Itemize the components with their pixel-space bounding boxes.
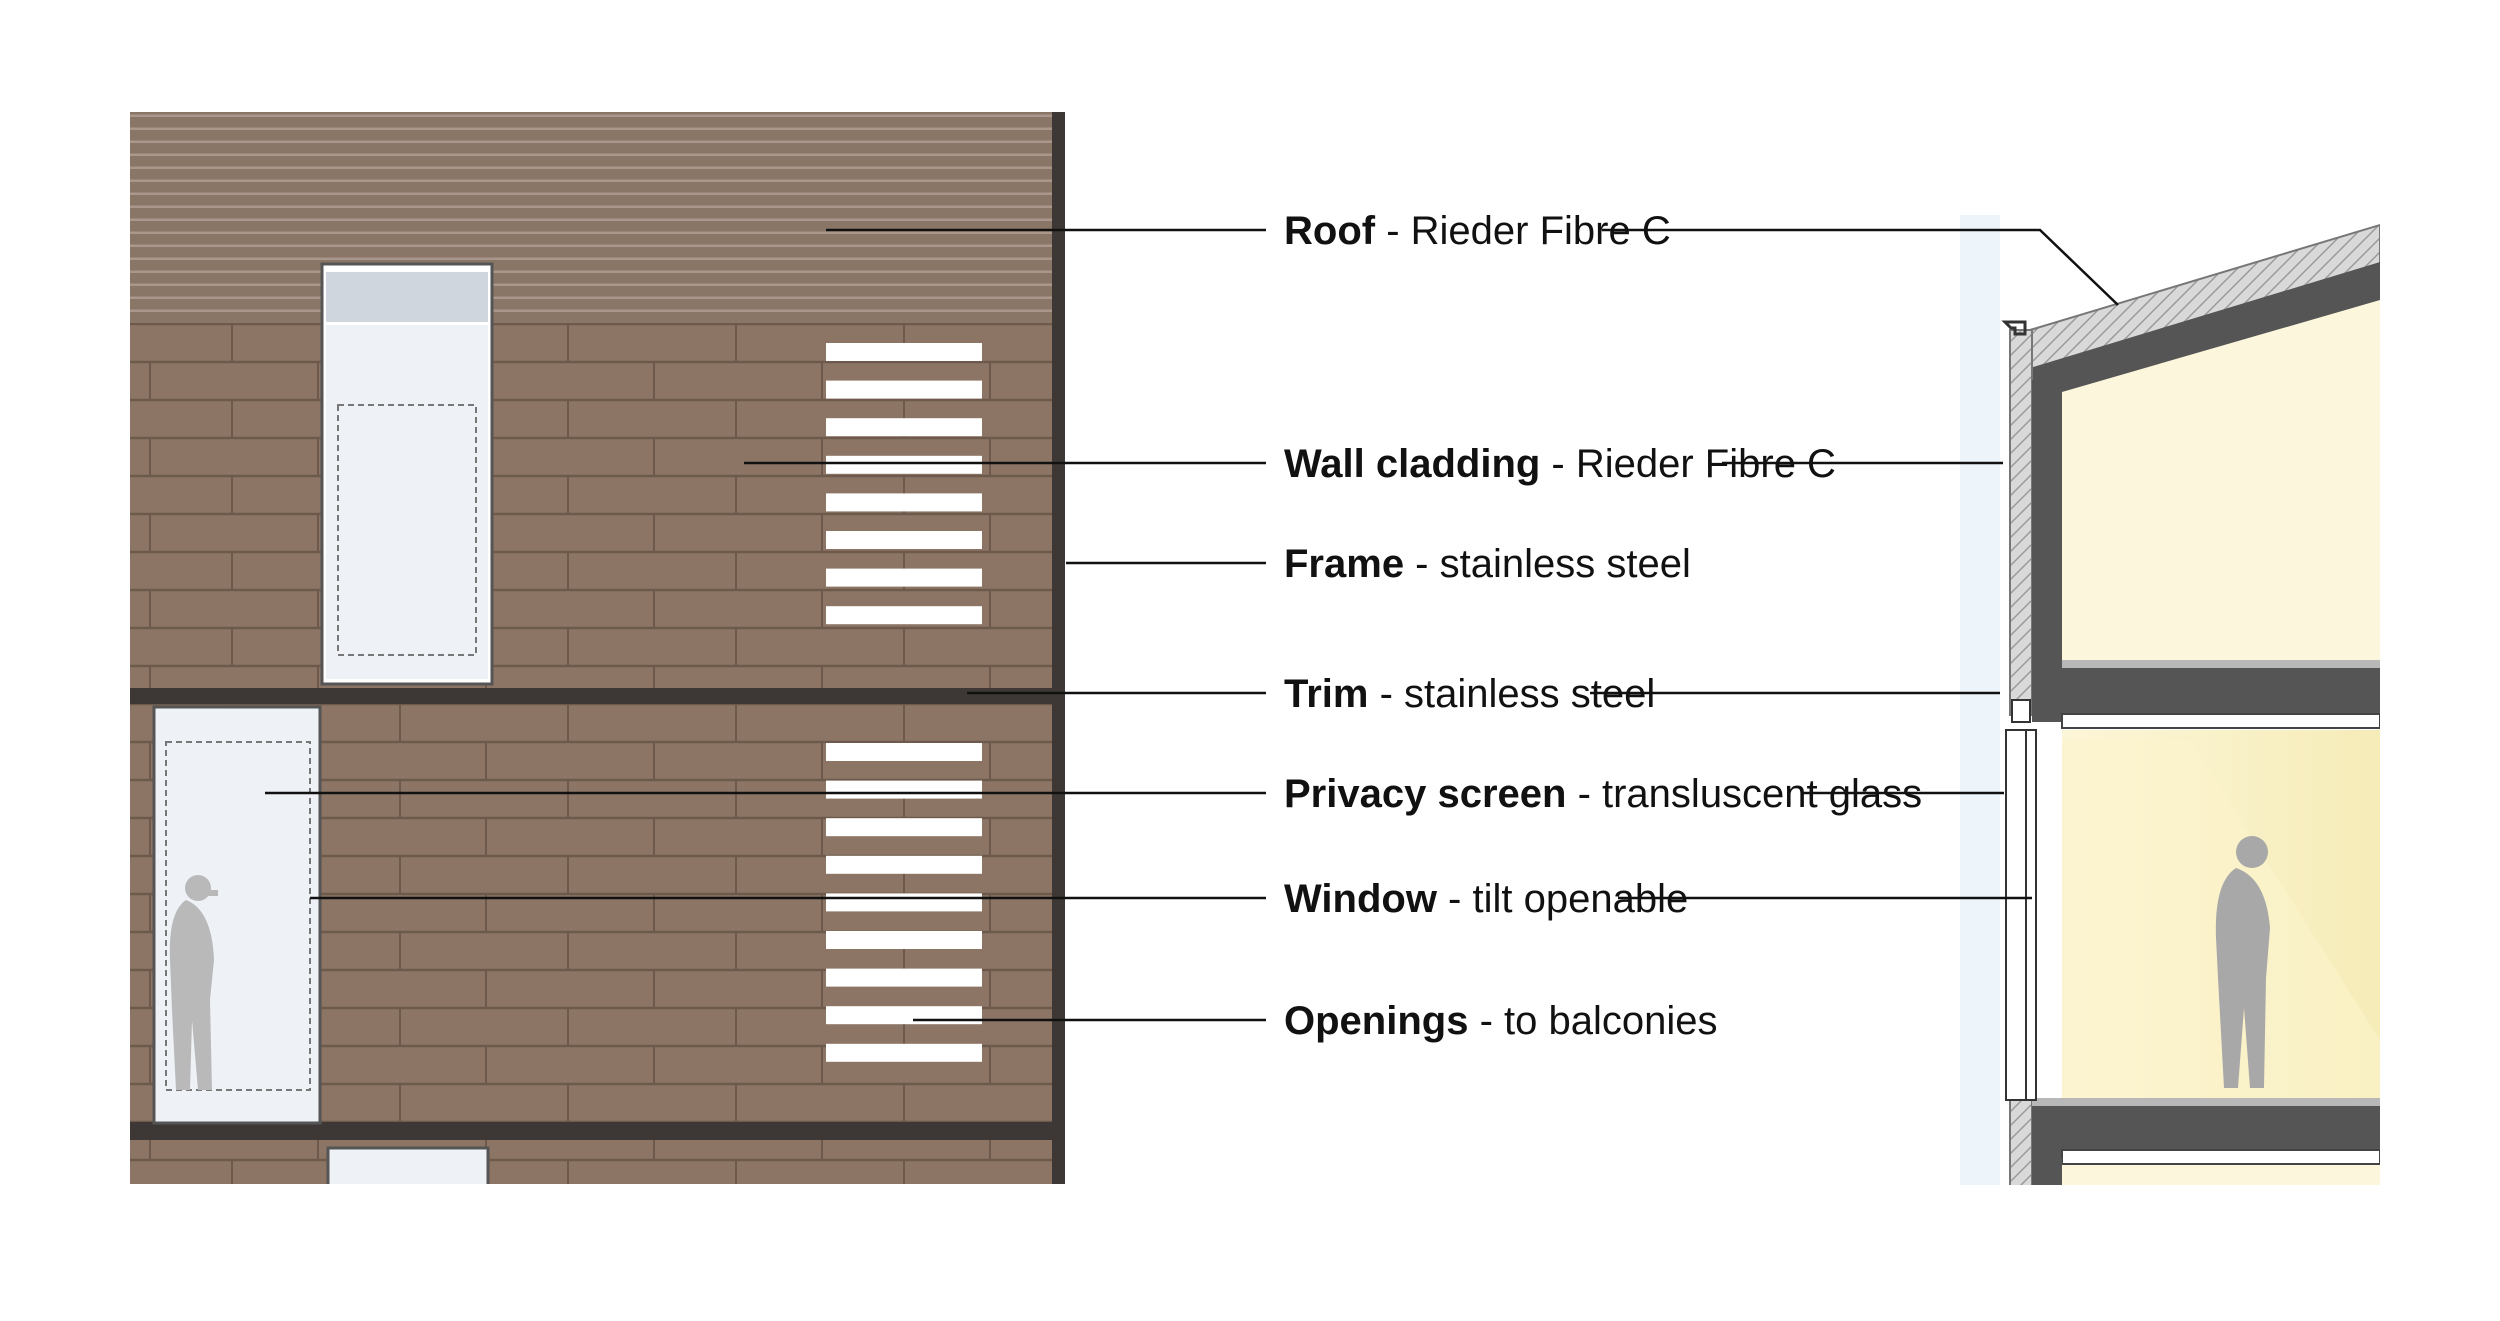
opening-slot	[826, 493, 982, 512]
lower-room	[2062, 1165, 2380, 1185]
callout-label-window: Window - tilt openable	[1284, 877, 1688, 921]
upper-wall	[2032, 380, 2062, 675]
callout-label-privacy-screen: Privacy screen - transluscent glass	[1284, 772, 1922, 816]
wall-insulation	[2009, 329, 2033, 716]
parapet-flashing	[2001, 320, 2027, 336]
opening-slot	[826, 531, 982, 549]
callout-term: Window	[1284, 877, 1438, 921]
opening-slot	[826, 855, 982, 874]
callout-label-roof: Roof - Rieder Fibre C	[1284, 209, 1671, 253]
slab-finish-lower	[2032, 1098, 2380, 1106]
person-silhouette	[169, 875, 218, 1090]
floor-slab-lower	[2032, 1098, 2380, 1158]
opening-slot	[826, 780, 982, 799]
section-outside	[1960, 215, 2000, 1185]
callout-openings: Openings - to balconies	[913, 999, 1717, 1043]
callout-term: Roof	[1284, 209, 1376, 253]
opening-slot	[826, 931, 982, 949]
opening-slot	[826, 606, 982, 625]
opening-slot	[826, 380, 982, 399]
callout-roof: Roof - Rieder Fibre C	[826, 209, 2119, 306]
callout-term: Wall cladding	[1284, 442, 1540, 486]
frame-post	[1052, 112, 1065, 1184]
callout-term: Openings	[1284, 999, 1468, 1043]
callout-layer: Roof - Rieder Fibre C Wall cladding - Rie…	[265, 209, 2119, 1043]
opening-slot	[826, 343, 982, 361]
opening-slot	[826, 418, 982, 437]
opening-slot	[826, 455, 982, 474]
balcony-openings	[826, 343, 982, 1062]
upper-room	[2062, 300, 2380, 660]
callout-label-frame: Frame - stainless steel	[1284, 542, 1691, 586]
callout-wall-cladding: Wall cladding - Rieder Fibre C	[744, 442, 2003, 486]
slab-finish-upper	[2062, 660, 2380, 668]
wall-section	[1960, 215, 2380, 1185]
lower-wall	[2032, 1158, 2062, 1185]
callout-label-openings: Openings - to balconies	[1284, 999, 1717, 1043]
wall-insulation-lower	[2009, 1099, 2033, 1185]
ceiling-finish-lower	[2061, 1149, 2380, 1165]
bottom-window-partial	[326, 1146, 490, 1184]
person-silhouette-section	[2215, 836, 2270, 1088]
ceiling-finish-upper	[2061, 713, 2380, 729]
callout-description: - to balconies	[1468, 999, 1717, 1043]
window-glass	[2005, 729, 2037, 1101]
callout-privacy-screen: Privacy screen - transluscent glass	[265, 772, 2004, 816]
opening-slot	[826, 818, 982, 837]
callout-term: Trim	[1284, 672, 1368, 716]
callout-window: Window - tilt openable	[310, 877, 2032, 921]
callout-term: Privacy screen	[1284, 772, 1566, 816]
floor-trim-lower	[130, 1122, 1065, 1140]
trim-detail	[2011, 699, 2031, 723]
callout-trim: Trim - stainless steel	[967, 672, 2000, 716]
callout-description: - stainless steel	[1404, 542, 1691, 586]
opening-slot	[826, 1006, 982, 1025]
upper-window	[320, 262, 494, 686]
opening-slot	[826, 1043, 982, 1062]
opening-slot	[826, 893, 982, 912]
floor-trim-upper	[130, 688, 1065, 704]
facade-elevation	[130, 112, 1065, 1184]
opening-slot	[826, 568, 982, 587]
callout-term: Frame	[1284, 542, 1404, 586]
privacy-screen-window	[152, 705, 322, 1125]
roof-slab	[2030, 262, 2380, 395]
opening-slot	[826, 968, 982, 987]
callout-frame: Frame - stainless steel	[1066, 542, 1691, 586]
opening-slot	[826, 743, 982, 761]
floor-slab-upper	[2032, 660, 2380, 722]
leader-line-right	[1602, 228, 2119, 306]
roof-cladding	[130, 112, 1065, 324]
